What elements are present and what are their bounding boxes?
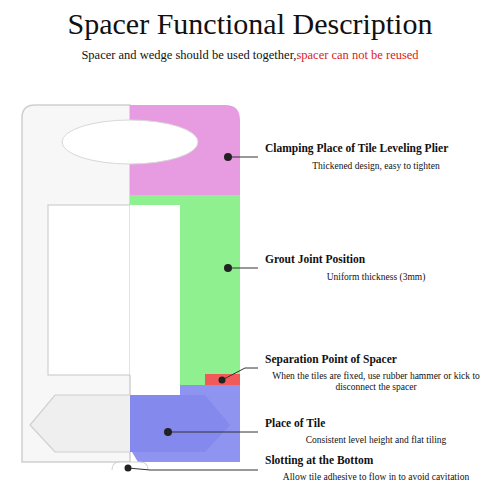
callout-description: Consistent level height and flat tiling — [265, 435, 487, 446]
spacer-foot-left — [30, 395, 130, 452]
callout-description: Uniform thickness (3mm) — [265, 272, 487, 283]
page-title: Spacer Functional Description — [0, 6, 500, 42]
callout-heading: Grout Joint Position — [265, 253, 365, 267]
callout-description: Thickened design, easy to tighten — [265, 161, 487, 172]
spacer-window-left — [48, 205, 130, 375]
callout-heading: Clamping Place of Tile Leveling Plier — [265, 142, 448, 156]
leader-lines — [128, 157, 258, 470]
separation-strip — [205, 374, 240, 385]
spacer-window-right — [130, 205, 180, 375]
warning-note: spacer can not be reused — [296, 48, 418, 62]
grout-joint-area — [130, 195, 240, 385]
leader-dots — [125, 153, 233, 472]
callout-description: Allow tile adhesive to flow in to avoid … — [265, 472, 487, 483]
callout-heading: Place of Tile — [265, 417, 325, 431]
callout-heading: Separation Point of Spacer — [265, 353, 397, 367]
usage-note: Spacer and wedge should be used together… — [81, 48, 296, 62]
callout-description: When the tiles are fixed, use rubber ham… — [265, 371, 487, 394]
tile-arrow — [130, 395, 230, 452]
callout-heading: Slotting at the Bottom — [265, 454, 373, 468]
plier-hole — [62, 120, 198, 164]
subtitle-line: Spacer and wedge should be used together… — [0, 48, 500, 63]
tile-place-area — [130, 385, 240, 462]
